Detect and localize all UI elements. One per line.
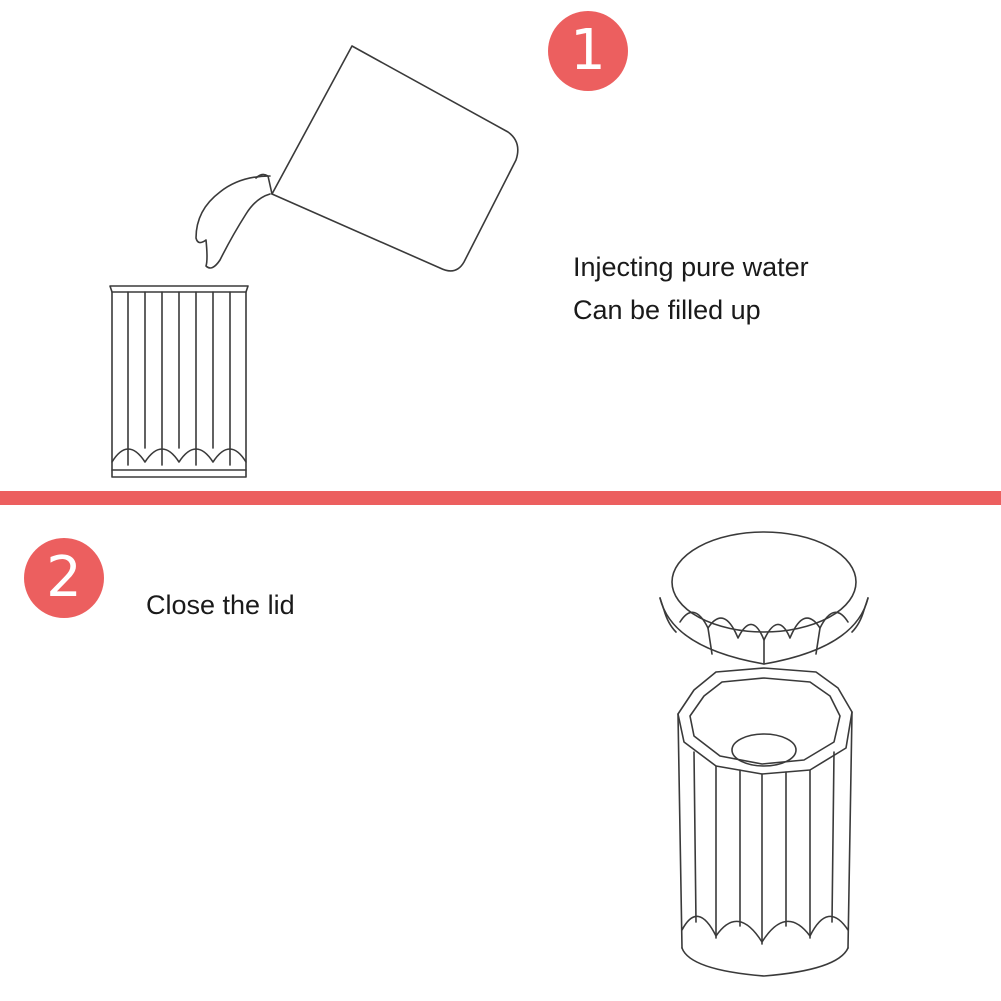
cup-inner-base	[732, 734, 796, 766]
cup-base	[112, 470, 246, 477]
pitcher-body	[272, 46, 518, 271]
step-2-caption: Close the lid	[146, 584, 295, 627]
step-1-badge: 1	[548, 11, 628, 91]
step-1-caption-line-2: Can be filled up	[573, 295, 761, 325]
lid-top	[672, 532, 856, 632]
cup-rim	[110, 286, 248, 292]
step-2-number: 2	[46, 545, 82, 610]
step-1-caption: Injecting pure water Can be filled up	[573, 246, 809, 332]
step-1-caption-line-1: Injecting pure water	[573, 252, 809, 282]
pitcher-pouring-water-into-cup-icon	[100, 40, 540, 490]
cup-base-arches	[112, 449, 246, 462]
cup2-base-arches	[682, 916, 848, 942]
water-stream	[196, 176, 270, 268]
cup-rim-outer	[678, 668, 852, 774]
cup2-base	[682, 948, 848, 976]
section-divider	[0, 491, 1001, 505]
step-2-badge: 2	[24, 538, 104, 618]
step-1-number: 1	[570, 18, 606, 83]
step-2-caption-line-1: Close the lid	[146, 590, 295, 620]
cup-rim-inner	[690, 678, 840, 764]
cup-with-lid-icon	[650, 520, 880, 990]
